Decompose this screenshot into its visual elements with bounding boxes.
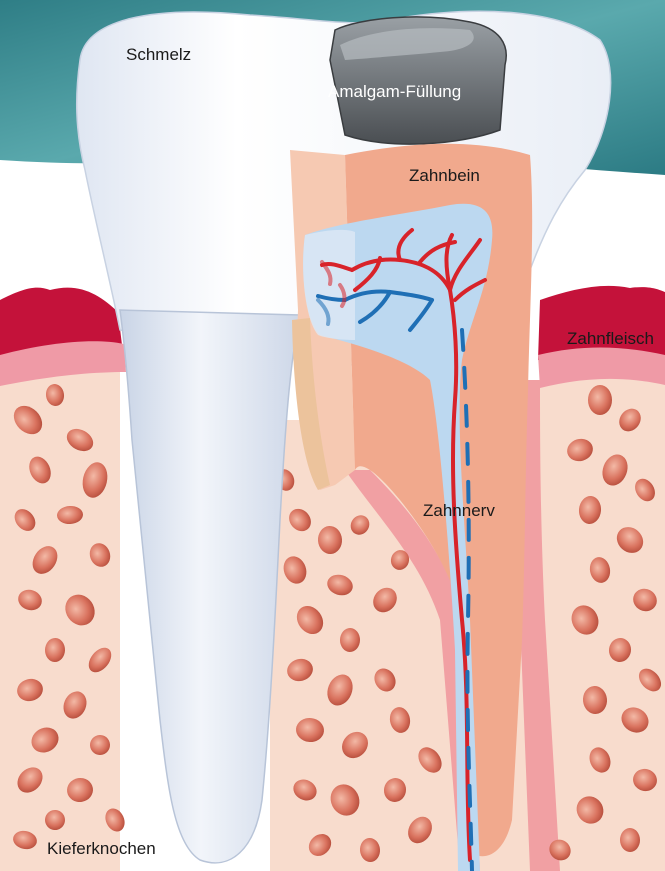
label-amalgam-filling: Amalgam-Füllung [328,83,461,100]
label-jawbone: Kieferknochen [47,840,156,857]
label-gum: Zahnfleisch [567,330,654,347]
label-dentin: Zahnbein [409,167,480,184]
bone-pore [588,385,612,415]
label-nerve: Zahnnerv [423,502,495,519]
label-enamel: Schmelz [126,46,191,63]
